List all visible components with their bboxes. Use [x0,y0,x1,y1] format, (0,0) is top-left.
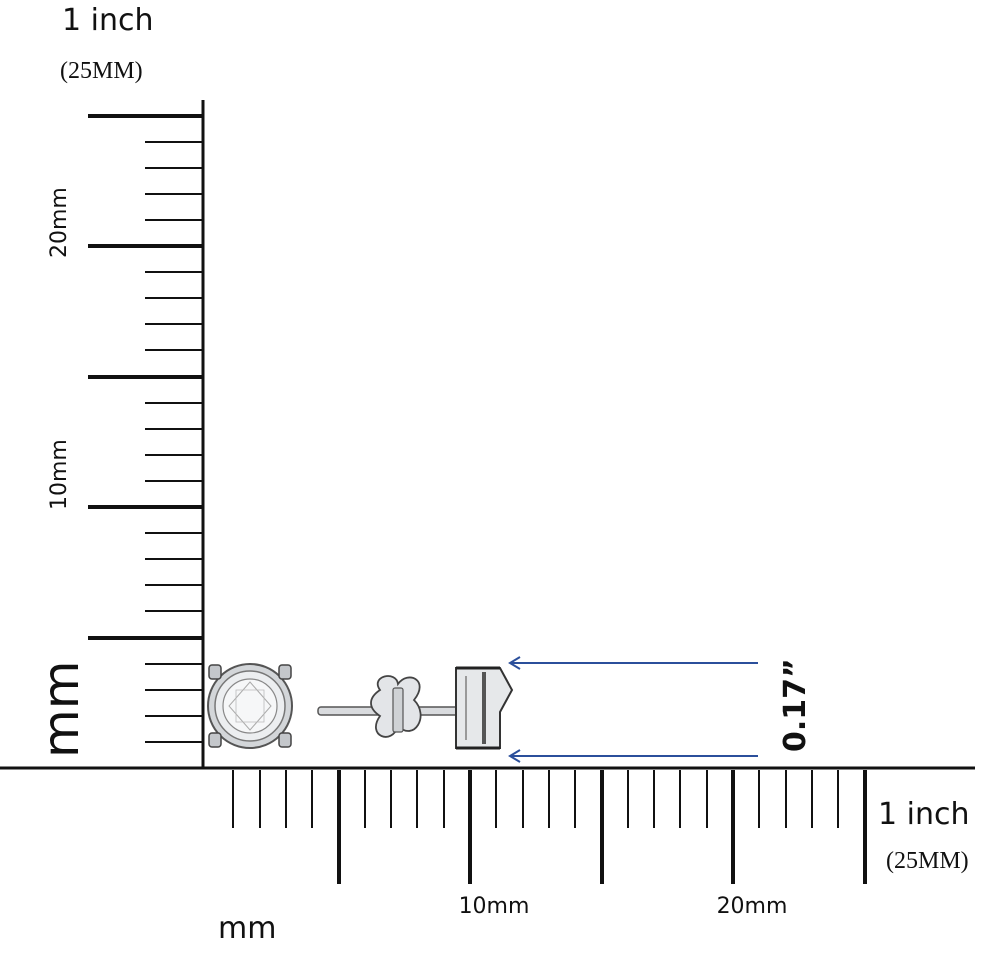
height-measurement: 0.17” [508,656,813,763]
vertical-ruler-ticks [88,114,203,743]
horizontal-20mm-label: 20mm [717,894,788,919]
vertical-mm-equivalent: (25MM) [60,58,143,84]
prong-top-left [208,664,222,680]
horizontal-10mm-label: 10mm [459,894,530,919]
butterfly-clutch [392,687,404,733]
horizontal-mm-equivalent: (25MM) [886,848,969,874]
horizontal-ruler: 1 inch (25MM) 10mm 20mm mm [0,766,975,946]
vertical-inch-label: 1 inch [62,3,153,38]
vertical-10mm-label: 10mm [47,439,72,510]
measurement-arrowhead-top [508,656,521,670]
earring-front-view [207,663,293,749]
horizontal-unit-label: mm [218,911,276,946]
prong-bottom-left [208,732,222,748]
horizontal-ruler-ticks [232,770,867,884]
vertical-unit-label: mm [32,661,90,758]
vertical-ruler: 1 inch (25MM) 20mm 10mm mm [32,3,205,768]
diamond-stone [222,678,278,734]
prong-bottom-right [278,732,292,748]
horizontal-inch-label: 1 inch [878,797,969,832]
prong-top-right [278,664,292,680]
measurement-value: 0.17” [778,658,813,752]
diamond-table [235,689,265,723]
measurement-arrowhead-bottom [508,749,521,763]
vertical-20mm-label: 20mm [47,187,72,258]
earring-side-view [317,666,514,750]
